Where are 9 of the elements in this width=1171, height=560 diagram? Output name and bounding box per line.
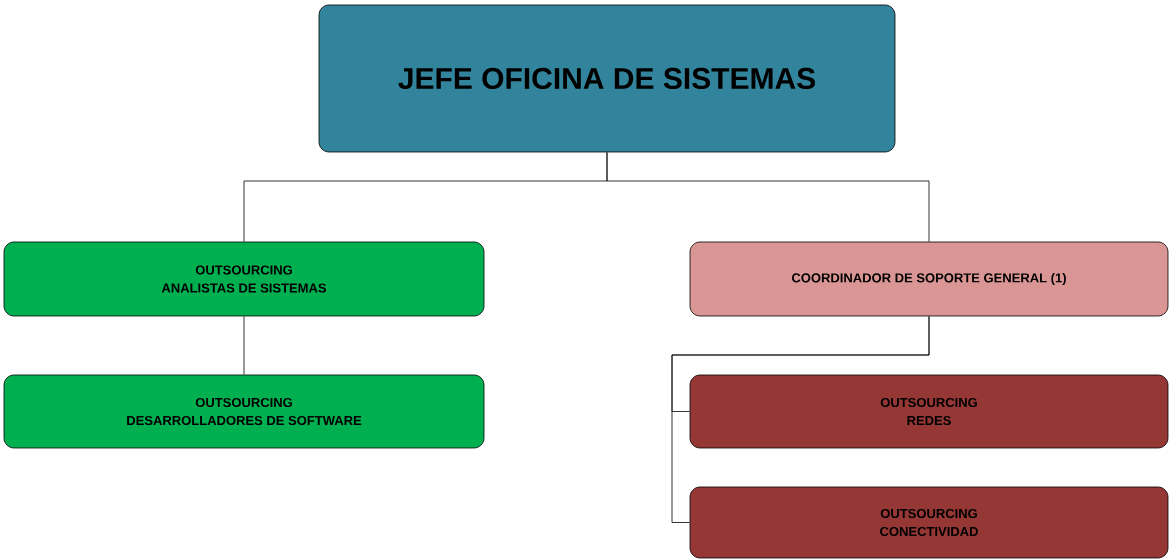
connector-line [606, 152, 930, 242]
connector-line [671, 316, 930, 523]
department-box: COORDINADOR DE SOPORTE GENERAL (1) [689, 241, 1169, 317]
department-box: OUTSOURCING DESARROLLADORES DE SOFTWARE [3, 374, 485, 449]
connector-line [243, 316, 245, 375]
title-box: JEFE OFICINA DE SISTEMAS [318, 4, 896, 153]
department-box: OUTSOURCING CONECTIVIDAD [689, 486, 1169, 559]
department-box: OUTSOURCING REDES [689, 374, 1169, 449]
department-box: OUTSOURCING ANALISTAS DE SISTEMAS [3, 241, 485, 317]
